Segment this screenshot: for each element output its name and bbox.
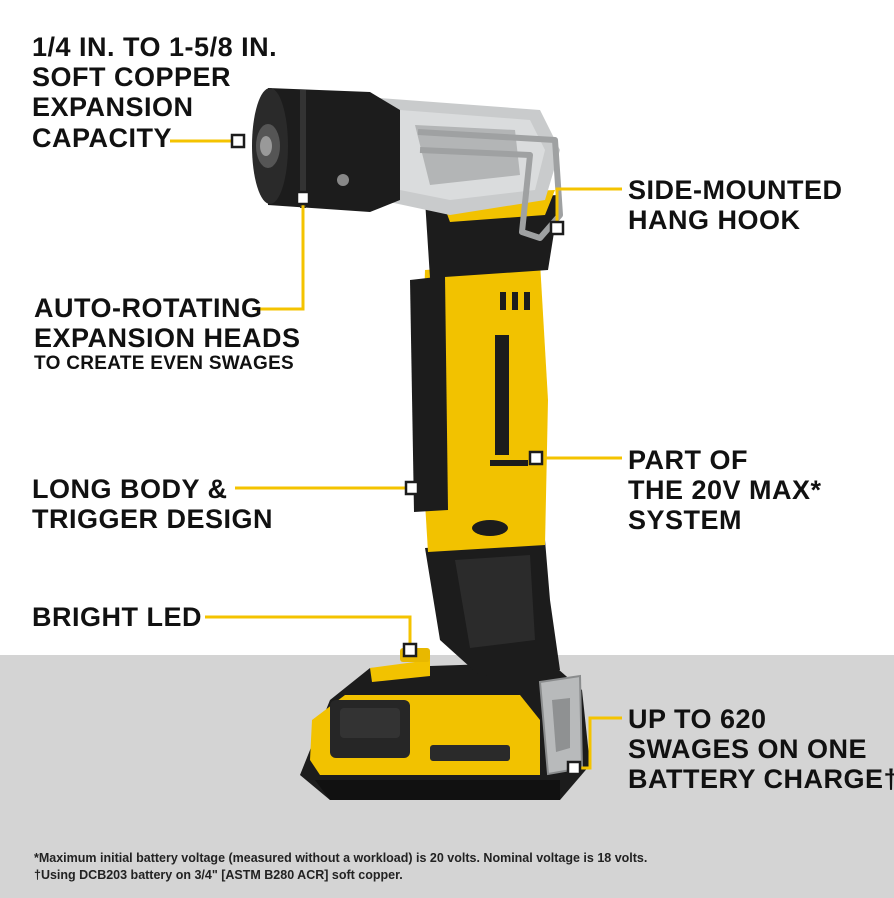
belt-clip [538,674,584,776]
expansion-head [252,88,400,212]
handle-grip [425,540,560,676]
callout-hang-hook: SIDE-MOUNTED HANG HOOK [628,175,843,235]
callout-swages-line-2: SWAGES ON ONE [628,734,868,765]
callout-led-line: BRIGHT LED [32,602,202,632]
hang-hook [417,129,563,241]
callout-capacity-line-3: EXPANSION [32,92,194,123]
callout-trigger-line-1: LONG BODY & [32,474,228,504]
metal-housing [380,98,560,215]
callout-capacity: 1/4 IN. TO 1-5/8 IN. SOFT COPPER EXPANSI… [32,32,277,153]
callout-swages-line-3: BATTERY CHARGE† [628,764,894,795]
footnote-voltage: *Maximum initial battery voltage (measur… [34,851,648,865]
callout-capacity-line-4: CAPACITY [32,122,173,153]
callout-expansion-heads: AUTO-ROTATING EXPANSION HEADS TO CREATE … [34,293,301,375]
callout-bright-led: BRIGHT LED [32,602,202,632]
callout-system-line-2: THE 20V MAX* [628,475,822,506]
callout-markers [230,133,582,776]
callout-leaders [170,139,622,770]
callout-capacity-line-2: SOFT COPPER [32,62,232,93]
callout-swages-line-1: UP TO 620 [628,704,767,734]
callout-capacity-line-1: 1/4 IN. TO 1-5/8 IN. [32,32,278,62]
callout-trigger-line-2: TRIGGER DESIGN [32,504,274,535]
tool-body [410,190,560,552]
callout-system-line-3: SYSTEM [628,505,743,536]
callout-20v-system: PART OF THE 20V MAX* SYSTEM [628,445,822,536]
callout-hook-line-1: SIDE-MOUNTED [628,175,843,205]
callout-heads-line-2: EXPANSION HEADS [34,323,301,354]
callout-heads-subtitle: TO CREATE EVEN SWAGES [34,353,295,375]
callout-system-line-1: PART OF [628,445,748,475]
footnote-battery: †Using DCB203 battery on 3/4" [ASTM B280… [34,868,403,882]
callout-heads-line-1: AUTO-ROTATING [34,293,263,323]
battery-pack [300,648,590,800]
callout-swages: UP TO 620 SWAGES ON ONE BATTERY CHARGE† [628,704,894,795]
callout-trigger-design: LONG BODY & TRIGGER DESIGN [32,474,273,534]
callout-hook-line-2: HANG HOOK [628,205,801,236]
